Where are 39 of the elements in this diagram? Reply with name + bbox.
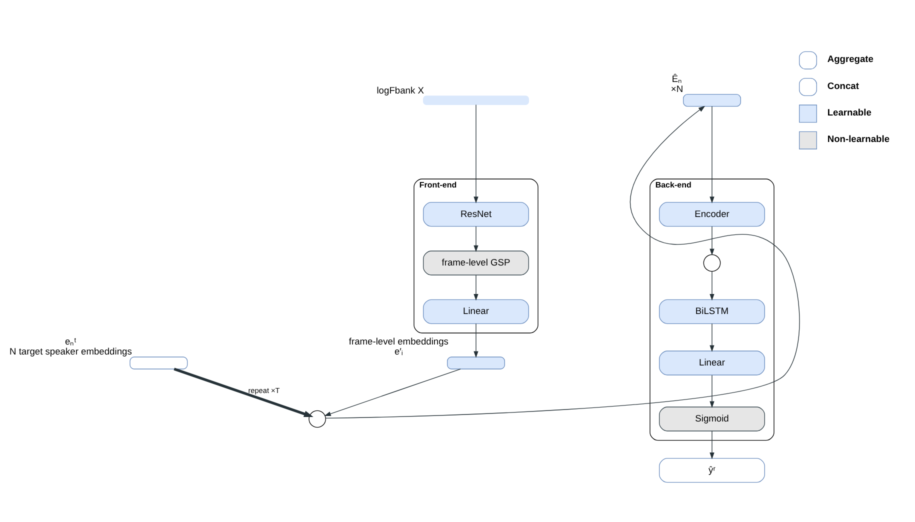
node-box: Encoder — [659, 202, 765, 227]
node-circle — [703, 254, 721, 272]
node-box: Linear — [659, 350, 765, 376]
arrow — [710, 226, 714, 256]
arrow — [474, 274, 478, 301]
node-box: Linear — [423, 299, 529, 324]
node-box: BiLSTM — [659, 299, 765, 324]
legend-label: Learnable — [827, 107, 872, 118]
node-label: logFbank X — [376, 85, 424, 96]
node-box: frame-level GSP — [423, 250, 529, 276]
edge-label: repeat ×T — [248, 386, 280, 395]
node-label: eₙᵗ — [65, 336, 76, 346]
node-circle — [308, 410, 326, 428]
arrow — [474, 323, 478, 358]
arrow — [710, 374, 714, 408]
arrow — [324, 368, 461, 416]
node-label: ×N — [670, 84, 684, 94]
arrow — [474, 226, 478, 252]
arrow — [174, 368, 314, 418]
node-bar — [423, 96, 529, 105]
arrow — [710, 271, 714, 301]
node-label: N target speaker embeddings — [9, 346, 132, 356]
legend-label: Concat — [827, 80, 859, 91]
node-box — [447, 356, 505, 370]
legend-label: Aggregate — [827, 54, 874, 64]
node-box: ResNet — [423, 202, 529, 227]
arrow — [710, 430, 714, 460]
arrow — [710, 106, 714, 204]
node-label: Êₙ — [672, 74, 682, 84]
node-label: e′ᵢ — [394, 346, 403, 356]
arrow — [325, 106, 800, 419]
node-box — [130, 356, 188, 370]
node-box — [683, 94, 741, 107]
legend-label: Non-learnable — [827, 134, 890, 144]
arrow — [474, 104, 478, 204]
arrow — [710, 323, 714, 352]
node-label: frame-level embeddings — [348, 336, 448, 346]
node-box: Sigmoid — [659, 406, 765, 432]
node-box: ŷʳ — [659, 458, 765, 483]
